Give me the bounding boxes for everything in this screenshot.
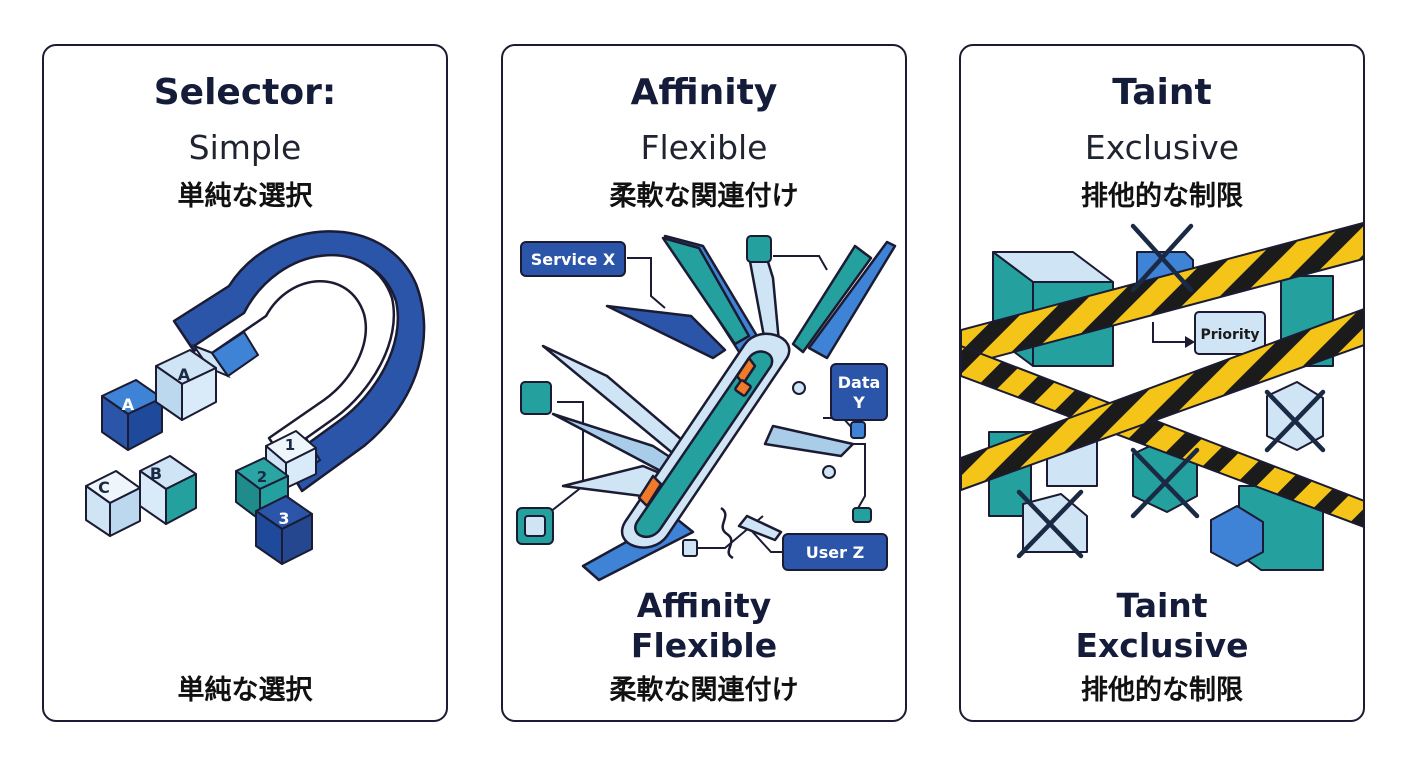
selector-jp-label: 単純な選択 [177, 181, 313, 212]
selector-bottom-jp: 単純な選択 [177, 675, 313, 706]
affinity-subtitle: Flexible [640, 128, 768, 167]
data-y-label-line1: Data [838, 373, 881, 392]
cube-label: 1 [285, 436, 295, 454]
taint-title: Taint [1112, 72, 1212, 113]
user-z-label: User Z [806, 543, 864, 562]
taint-bottom-title: Taint [1116, 586, 1208, 625]
hazard-tapes [961, 222, 1363, 528]
taint-bottom-jp: 排他的な制限 [1081, 675, 1243, 706]
cube-b: B [139, 455, 197, 525]
affinity-card: Affinity Flexible 柔軟な関連付け [501, 44, 907, 722]
cube-label: C [98, 478, 110, 497]
priority-arrow [1152, 322, 1187, 343]
cube-3: 3 [255, 495, 313, 565]
affinity-bottom-jp: 柔軟な関連付け [609, 675, 799, 706]
hazard-tape-illustration: Priority [961, 222, 1363, 571]
cross-icons [1016, 223, 1326, 559]
cube-label: A [178, 365, 191, 384]
data-y-tag: Data Y [830, 363, 888, 421]
cube-a-right: A [155, 349, 217, 421]
selector-subtitle: Simple [188, 128, 302, 167]
affinity-title: Affinity [630, 72, 778, 113]
user-z-tag: User Z [782, 533, 888, 571]
data-y-label-line2: Y [852, 393, 865, 412]
priority-tag: Priority [1194, 311, 1266, 355]
cube-c: C [85, 470, 141, 537]
multitool-illustration: Service X Data Y User Z [516, 234, 897, 582]
cube-label: 3 [278, 509, 289, 528]
affinity-bottom-subtitle: Flexible [630, 626, 778, 665]
service-x-tag: Service X [520, 241, 626, 277]
connector-nodes [516, 235, 872, 557]
cube-label: B [150, 464, 162, 483]
magnet-illustration: A A B C 1 2 [85, 230, 426, 565]
selector-card: Selector: Simple 単純な選択 A A [42, 44, 448, 722]
taint-jp-label: 排他的な制限 [1081, 181, 1243, 212]
cube-a-left: A [101, 379, 163, 451]
selector-title: Selector: [153, 72, 337, 113]
affinity-jp-label: 柔軟な関連付け [609, 181, 799, 212]
service-x-label: Service X [531, 250, 616, 269]
cube-label: A [122, 395, 135, 414]
taint-card: Taint Exclusive 排他的な制限 [959, 44, 1365, 722]
taint-subtitle: Exclusive [1084, 128, 1240, 167]
taint-bottom-subtitle: Exclusive [1075, 626, 1249, 665]
affinity-bottom-title: Affinity [636, 586, 772, 625]
cube-label: 2 [257, 468, 267, 486]
priority-label: Priority [1200, 327, 1259, 343]
multitool-icon [541, 234, 897, 582]
